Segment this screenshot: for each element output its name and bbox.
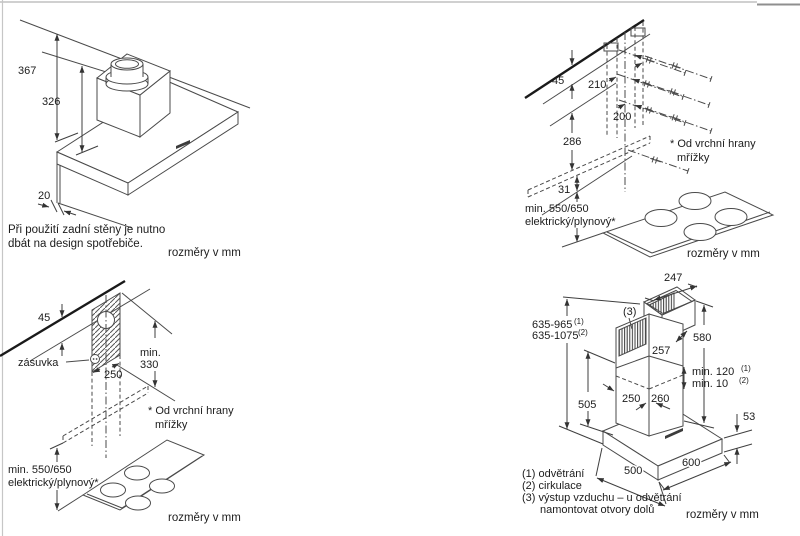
socket-symbol xyxy=(90,354,100,364)
dimension-505: 505 xyxy=(578,349,616,436)
dim-210-label: 210 xyxy=(588,79,606,91)
dimension-580: 580 xyxy=(683,300,715,429)
dim-286-label: 286 xyxy=(563,136,581,148)
air-outlet-vent-outer xyxy=(618,317,647,357)
min-10-sup: (2) xyxy=(739,376,749,385)
legend-item-1: (1) odvětrání xyxy=(522,468,584,480)
dimension-600: 600 xyxy=(658,454,732,491)
clearance-dimension: min. 550/650 elektrický/plynový* xyxy=(8,442,99,510)
dimension-31: 31 xyxy=(558,176,580,196)
lower-rail-dashed xyxy=(62,385,149,444)
bracket-dashed-lines xyxy=(603,22,646,192)
clearance-label-line2: elektrický/plynový* xyxy=(525,216,616,228)
dimension-20: 20 xyxy=(37,190,77,216)
range-circ-sup: (2) xyxy=(578,328,588,337)
dim-580-label: 580 xyxy=(693,332,711,344)
dimension-286: 286 xyxy=(563,113,581,170)
duct-collar xyxy=(105,57,149,92)
footnote-line2: mřížky xyxy=(677,152,710,164)
dim-250-label: 250 xyxy=(104,369,122,381)
legend-item-3: (3) výstup vzduchu – u odvětrání xyxy=(522,492,682,504)
mounting-plate-hatched xyxy=(90,292,121,373)
diagram-wall-mounting: 45 210 200 286 31 min. 550/650 elektrick… xyxy=(524,18,775,260)
clearance-label-line2: elektrický/plynový* xyxy=(8,477,99,489)
dimension-500: 500 xyxy=(595,447,667,507)
dim-505-label: 505 xyxy=(578,399,596,411)
dim-260-label: 260 xyxy=(651,393,669,405)
dimension-ducts: 250 260 xyxy=(602,383,671,411)
dim-500-label: 500 xyxy=(624,465,642,477)
wall-top-edge xyxy=(0,279,126,358)
dim-31-label: 31 xyxy=(558,184,570,196)
min-10-label: min. 10 xyxy=(692,378,728,390)
dimension-53: 53 xyxy=(723,411,755,464)
handle-slot xyxy=(665,428,683,439)
socket-label: zásuvka xyxy=(18,357,59,369)
dimension-250: 250 xyxy=(92,363,122,381)
cooktop xyxy=(57,439,206,512)
diagram-overall-dimensions: (3) 247 580 257 min. 120 (1) min. 10 (2) xyxy=(522,272,759,521)
dim-20-label: 20 xyxy=(38,190,50,202)
range-vent-sup: (1) xyxy=(574,317,584,326)
clearance-dimension: min. 550/650 elektrický/plynový* xyxy=(525,192,616,242)
chimney-lower-section xyxy=(615,313,684,437)
dim-45-label: 45 xyxy=(552,75,564,87)
hood-canopy xyxy=(55,80,240,196)
back-panel xyxy=(56,164,133,229)
handle-slot xyxy=(176,140,190,149)
dim-200-label: 200 xyxy=(613,111,631,123)
marker-3-label: (3) xyxy=(623,306,636,318)
back-wall-note-line2: dbát na design spotřebiče. xyxy=(8,238,143,250)
range-circ-label: 635-1075 xyxy=(532,330,579,342)
legend-item-2: (2) cirkulace xyxy=(522,480,582,492)
dimension-200: 200 xyxy=(613,103,631,123)
range-vent-label: 635-965 xyxy=(532,319,572,331)
lower-rail-dashed xyxy=(527,135,651,198)
dimension-min-330: min. 330 xyxy=(140,321,161,387)
units-note: rozměry v mm xyxy=(168,512,241,524)
units-note: rozměry v mm xyxy=(687,248,760,260)
footnote-line1: * Od vrchní hrany xyxy=(148,405,234,417)
dimension-367: 367 xyxy=(18,34,79,143)
dimension-45: 45 xyxy=(552,50,575,99)
dim-326-label: 326 xyxy=(42,96,60,108)
back-wall-note-line1: Při použití zadní stěny je nutno xyxy=(8,224,165,236)
socket-callout: zásuvka xyxy=(18,357,90,369)
dimension-247: 247 xyxy=(644,272,698,302)
dimension-257: 257 xyxy=(652,330,688,357)
clearance-label-line1: min. 550/650 xyxy=(525,203,589,215)
marker-3-callout: (3) xyxy=(623,306,636,330)
dim-257-label: 257 xyxy=(652,345,670,357)
mounting-screws xyxy=(616,49,713,174)
legend-item-3b: namontovat otvory dolů xyxy=(540,504,654,516)
dim-250-label: 250 xyxy=(622,393,640,405)
dim-53-label: 53 xyxy=(743,411,755,423)
footnote-line1: * Od vrchní hrany xyxy=(670,138,756,150)
min-120-sup: (1) xyxy=(741,364,751,373)
diagram-hood-profile: 367 326 20 Při použití zadní stěny je nu… xyxy=(8,19,251,259)
dimension-326: 326 xyxy=(42,66,99,156)
dim-367-label: 367 xyxy=(18,65,36,77)
diagram-mounting-plate: 45 zásuvka 250 min. 330 min. 550/650 ele… xyxy=(0,279,241,524)
dimension-height-ranges: 635-965 (1) 635-1075 (2) xyxy=(532,296,641,445)
dim-247-label: 247 xyxy=(664,272,682,284)
units-note: rozměry v mm xyxy=(168,247,241,259)
footnote-line2: mřížky xyxy=(155,419,188,431)
dimension-min-clearances: min. 120 (1) min. 10 (2) xyxy=(681,364,751,390)
units-note: rozměry v mm xyxy=(686,509,759,521)
dim-330-label: 330 xyxy=(140,359,158,371)
legend: (1) odvětrání (2) cirkulace (3) výstup v… xyxy=(522,468,682,516)
clearance-label-line1: min. 550/650 xyxy=(8,464,72,476)
min-120-label: min. 120 xyxy=(692,366,734,378)
dim-600-label: 600 xyxy=(682,457,700,469)
wall-top-edge xyxy=(524,18,645,100)
dimension-45: 45 xyxy=(38,304,65,356)
dimension-210: 210 xyxy=(588,62,643,91)
cooktop xyxy=(561,191,775,258)
dim-min-label: min. xyxy=(140,347,161,359)
dim-45-label: 45 xyxy=(38,312,50,324)
